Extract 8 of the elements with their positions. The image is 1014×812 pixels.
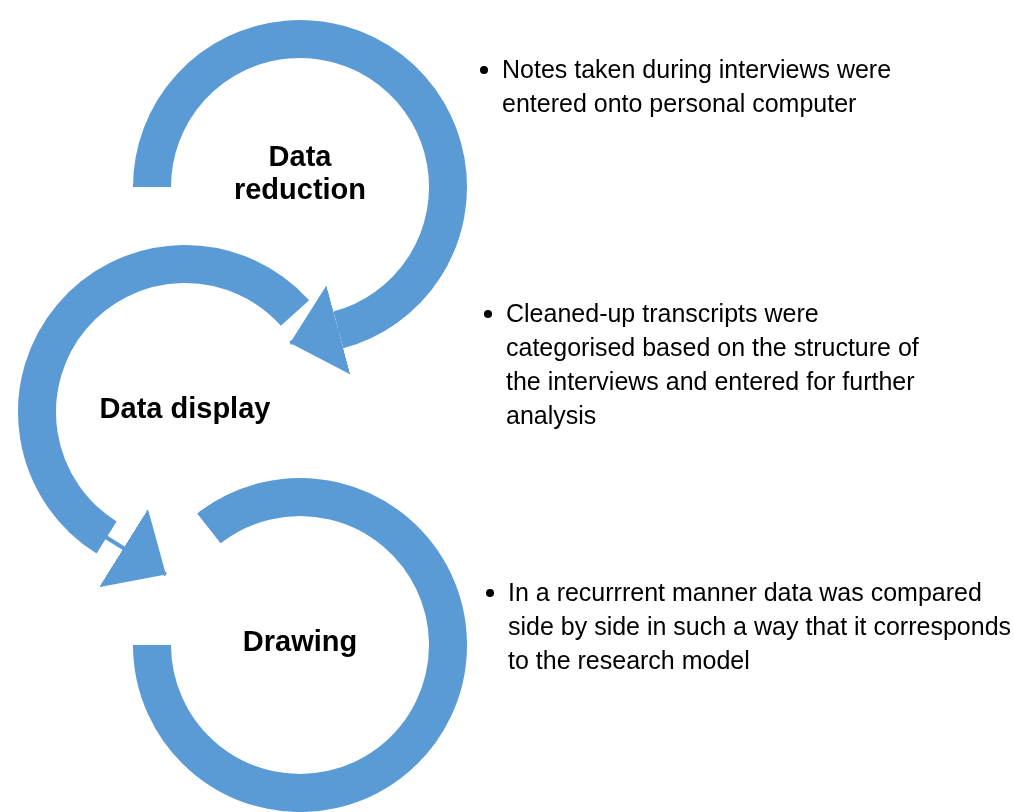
bullet-text: In a recurrrent manner data was compared side by side in such a way that it corresponds to the research model xyxy=(508,577,1013,676)
stage-label: Drawing xyxy=(241,625,359,658)
bullet-text: Cleaned-up transcripts were categorised based on the structure of the interviews and entered for further analysis xyxy=(506,298,920,431)
stage-label: Data reduction xyxy=(232,140,368,206)
arrow xyxy=(99,509,167,588)
bullet-text: Notes taken during interviews were entered onto personal computer xyxy=(502,54,893,119)
arrow xyxy=(289,285,351,375)
stage-label: Data display xyxy=(98,392,272,425)
